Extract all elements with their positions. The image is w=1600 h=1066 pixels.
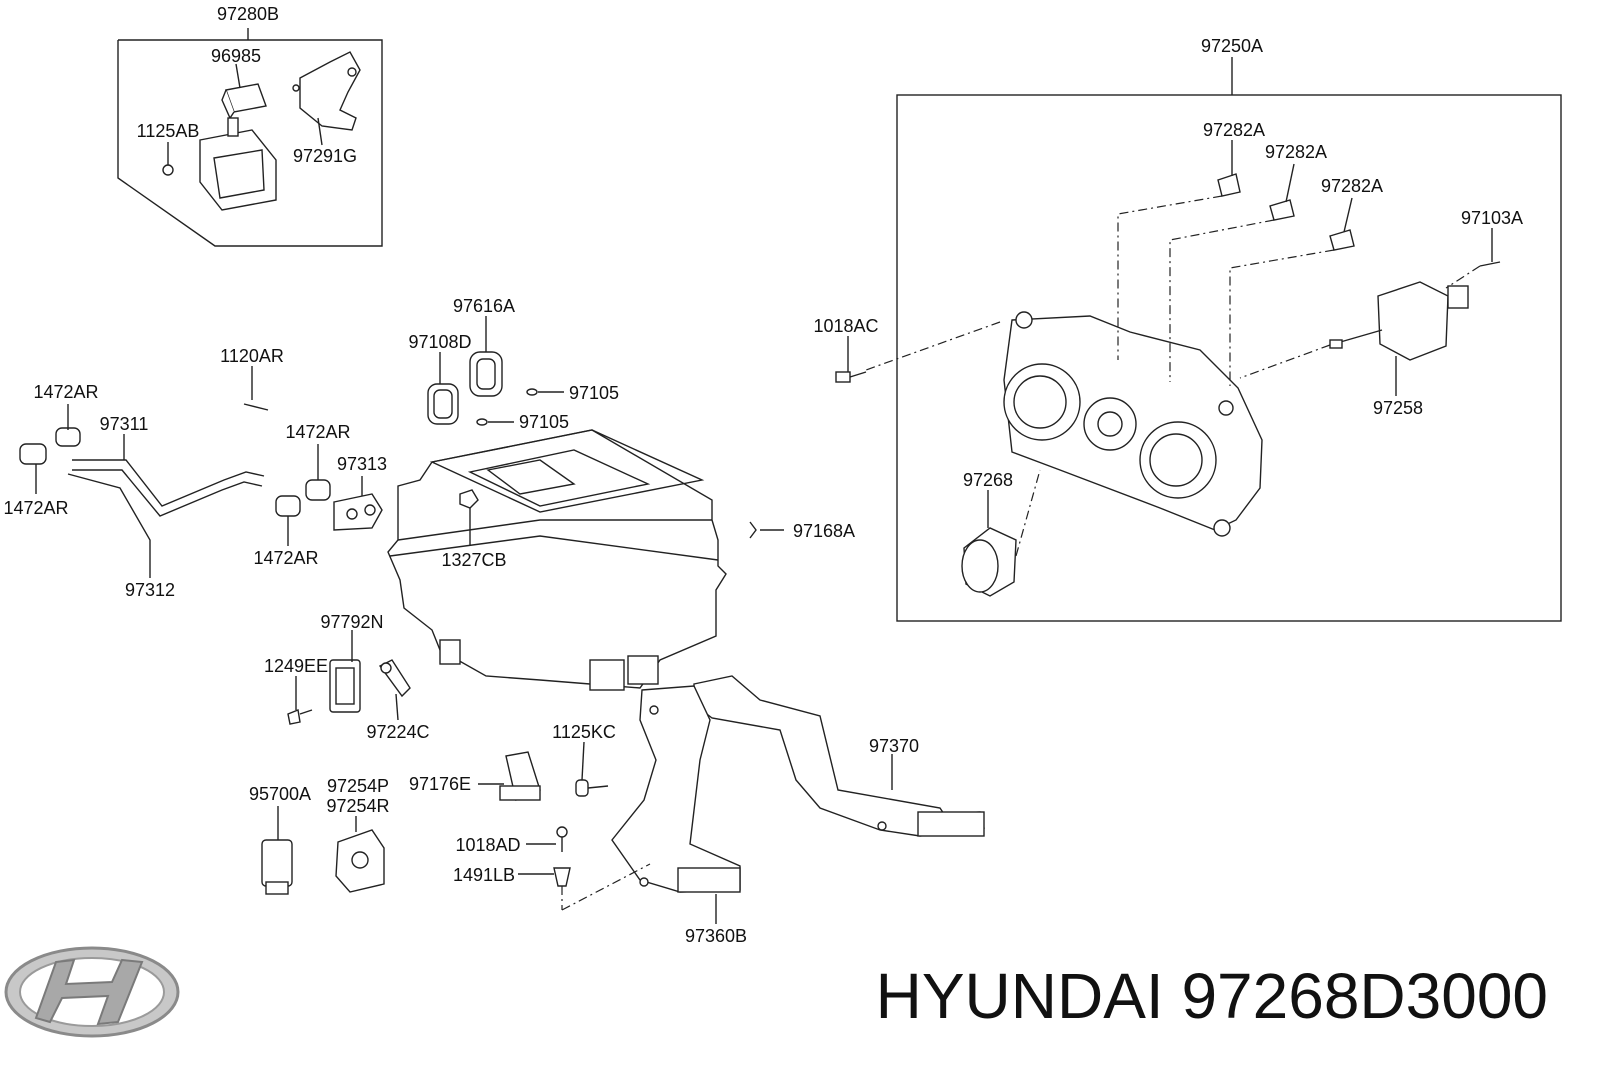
label-97360B: 97360B bbox=[685, 926, 747, 946]
hyundai-logo-icon bbox=[4, 946, 180, 1038]
label-1472AR-2: 1472AR bbox=[285, 422, 350, 442]
label-97282A-2: 97282A bbox=[1265, 142, 1327, 162]
label-1491LB: 1491LB bbox=[453, 865, 515, 885]
label-97258: 97258 bbox=[1373, 398, 1423, 418]
label-1472AR-1: 1472AR bbox=[33, 382, 98, 402]
label-1327CB: 1327CB bbox=[441, 550, 506, 570]
label-1018AC: 1018AC bbox=[813, 316, 878, 336]
label-97282A-3: 97282A bbox=[1321, 176, 1383, 196]
brand-part-number: HYUNDAI 97268D3000 bbox=[876, 960, 1548, 1032]
group-97250A: 97250A 97282A 97282A 97282A 97103A 1018A… bbox=[813, 36, 1562, 622]
label-97370: 97370 bbox=[869, 736, 919, 756]
label-97792N: 97792N bbox=[320, 612, 383, 632]
label-1018AD: 1018AD bbox=[455, 835, 520, 855]
label-97250A: 97250A bbox=[1201, 36, 1263, 56]
label-96985: 96985 bbox=[211, 46, 261, 66]
label-1125KC: 1125KC bbox=[552, 722, 616, 742]
label-95700A: 95700A bbox=[249, 784, 311, 804]
group-97280B: 97280B 96985 1125AB 97291G bbox=[117, 4, 383, 247]
label-1472AR-3: 1472AR bbox=[3, 498, 68, 518]
label-97105-2: 97105 bbox=[519, 412, 569, 432]
label-97280B: 97280B bbox=[217, 4, 279, 24]
label-97168A: 97168A bbox=[793, 521, 855, 541]
label-97254R: 97254R bbox=[326, 796, 389, 816]
label-97311: 97311 bbox=[100, 414, 149, 434]
label-1125AB: 1125AB bbox=[137, 121, 200, 141]
label-97268: 97268 bbox=[963, 470, 1013, 490]
label-97108D: 97108D bbox=[408, 332, 471, 352]
label-1249EE: 1249EE bbox=[264, 656, 328, 676]
label-97224C: 97224C bbox=[366, 722, 429, 742]
label-97291G: 97291G bbox=[293, 146, 357, 166]
group-heater-unit: 97616A 97108D 1120AR 97105 97105 1472AR … bbox=[3, 296, 855, 691]
label-97313: 97313 bbox=[337, 454, 387, 474]
label-97282A-1: 97282A bbox=[1203, 120, 1265, 140]
label-97176E: 97176E bbox=[409, 774, 471, 794]
label-97312: 97312 bbox=[125, 580, 175, 600]
label-97616A: 97616A bbox=[453, 296, 515, 316]
label-1120AR: 1120AR bbox=[220, 346, 284, 366]
group-ducts: 97792N 1249EE 97224C 1125KC 97370 95700A… bbox=[249, 612, 985, 946]
label-97103A: 97103A bbox=[1461, 208, 1523, 228]
label-97254P: 97254P bbox=[327, 776, 389, 796]
label-1472AR-4: 1472AR bbox=[253, 548, 318, 568]
label-97105-1: 97105 bbox=[569, 383, 619, 403]
